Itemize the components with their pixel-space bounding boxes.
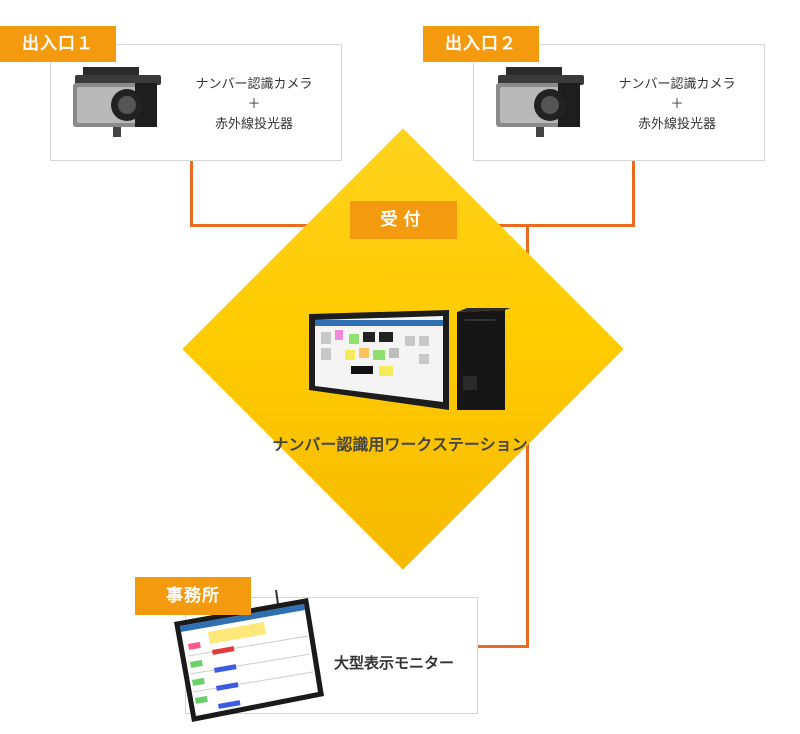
connector-cam1-vertical: [190, 160, 193, 226]
camera-spec-text: ナンバー認識カメラ ＋ 赤外線投光器: [179, 75, 329, 135]
workstation-label: ナンバー認識用ワークステーション: [272, 435, 528, 454]
camera-icon: [73, 67, 161, 137]
office-tag: 事務所: [135, 577, 251, 615]
projector-label: 赤外線投光器: [637, 117, 716, 132]
monitor-label: 大型表示モニター: [334, 654, 455, 672]
plus-sign: ＋: [247, 97, 261, 112]
reception-tag: 受付: [350, 201, 457, 239]
camera-label: ナンバー認識カメラ: [195, 77, 313, 92]
camera-spec-text: ナンバー認識カメラ ＋ 赤外線投光器: [602, 75, 752, 135]
plus-sign: ＋: [670, 97, 684, 112]
camera-label: ナンバー認識カメラ: [618, 77, 736, 92]
entrance-1-tag: 出入口１: [0, 26, 116, 62]
projector-label: 赤外線投光器: [214, 117, 293, 132]
camera-icon: [496, 67, 584, 137]
entrance-2-box: ナンバー認識カメラ ＋ 赤外線投光器: [473, 44, 765, 161]
connector-cam2-vertical: [632, 160, 635, 227]
large-monitor-illustration: [174, 589, 324, 722]
entrance-2-tag: 出入口２: [423, 26, 539, 62]
workstation-illustration: [309, 308, 511, 410]
entrance-1-box: ナンバー認識カメラ ＋ 赤外線投光器: [50, 44, 342, 161]
connector-monitor-horizontal: [476, 645, 529, 648]
